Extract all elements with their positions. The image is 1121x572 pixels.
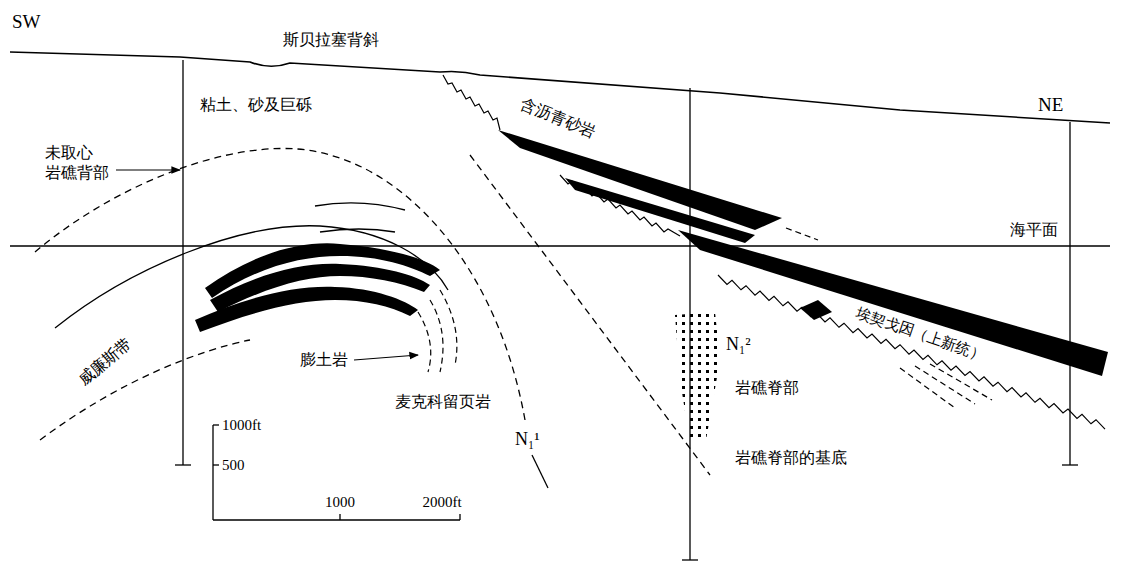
leader-arrow <box>116 169 180 170</box>
sea-level-label: 海平面 <box>1010 220 1058 240</box>
structure-label: 斯贝拉塞背斜 <box>283 30 379 50</box>
well-base <box>682 559 698 560</box>
scale-tick <box>459 514 460 520</box>
well-line <box>182 60 183 465</box>
scale-bar <box>213 519 460 520</box>
rock-label: 岩礁脊部 <box>735 378 799 398</box>
sea-level-line <box>10 245 1110 246</box>
dashed-bed-line <box>40 340 250 440</box>
dashed-bed-line <box>930 364 992 400</box>
stratum-symbol: N₁² <box>726 333 751 356</box>
rock-label: 粘土、砂及巨砾 <box>200 95 312 115</box>
rock-label: 岩礁脊部的基底 <box>735 448 847 468</box>
oil-bed <box>195 287 418 332</box>
scale-label: 1000 <box>325 493 355 512</box>
horizon-segment <box>532 455 548 488</box>
dashed-horizon <box>470 155 710 475</box>
scale-label: 2000ft <box>422 493 461 512</box>
scale-label: 500 <box>222 456 245 475</box>
rock-label: 膨土岩 <box>300 350 348 370</box>
oil-bed <box>565 178 755 243</box>
reef-dots <box>675 312 720 442</box>
dashed-horizon <box>35 148 525 420</box>
dashed-bed-line <box>418 312 431 372</box>
direction-label: NE <box>1038 93 1063 117</box>
bed-line <box>320 229 395 232</box>
zone-label: 威廉斯带 <box>74 334 136 390</box>
leader-arrow <box>354 355 418 360</box>
callout-label: 未取心 岩礁背部 <box>45 143 115 183</box>
scale-tick <box>213 464 219 465</box>
scale-label: 1000ft <box>222 416 261 435</box>
dashed-bed-line <box>430 300 443 372</box>
scale-bar <box>212 425 213 520</box>
oil-bed <box>678 230 1108 376</box>
direction-label: SW <box>12 10 41 34</box>
well-base <box>1062 464 1078 465</box>
rock-label: 麦克科留页岩 <box>395 392 491 412</box>
scale-tick <box>213 424 219 425</box>
rock-label: 含沥青砂岩 <box>517 94 599 143</box>
stratum-symbol: N₁¹ <box>515 428 540 451</box>
bed-line <box>315 203 405 210</box>
oil-lens <box>800 300 832 320</box>
scale-tick <box>339 514 340 520</box>
oil-bed <box>498 130 782 230</box>
well-base <box>175 464 191 465</box>
well-line <box>1069 122 1070 465</box>
dashed-bed-line <box>786 228 818 240</box>
unconformity-line <box>443 75 500 130</box>
dashed-bed-line <box>440 290 457 365</box>
